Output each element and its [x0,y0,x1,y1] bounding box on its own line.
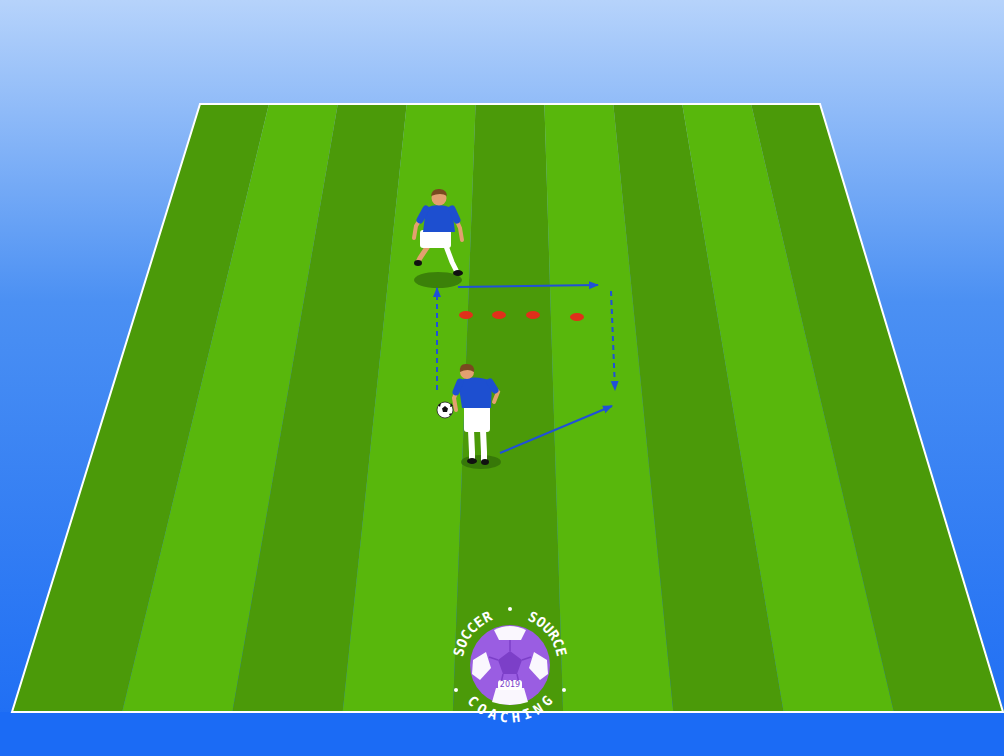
logo-letter: H [511,709,521,724]
logo-ball [454,607,566,705]
logo-letter: C [499,709,509,724]
logo-letter: E [554,646,570,658]
logo-letter: A [486,706,499,722]
logo-year-text: 2019 [498,680,522,690]
pitch [12,104,1004,712]
cones [459,311,584,321]
movement-arrows [437,285,615,453]
player [414,189,463,276]
player [454,364,498,465]
soccer-ball [437,402,453,418]
